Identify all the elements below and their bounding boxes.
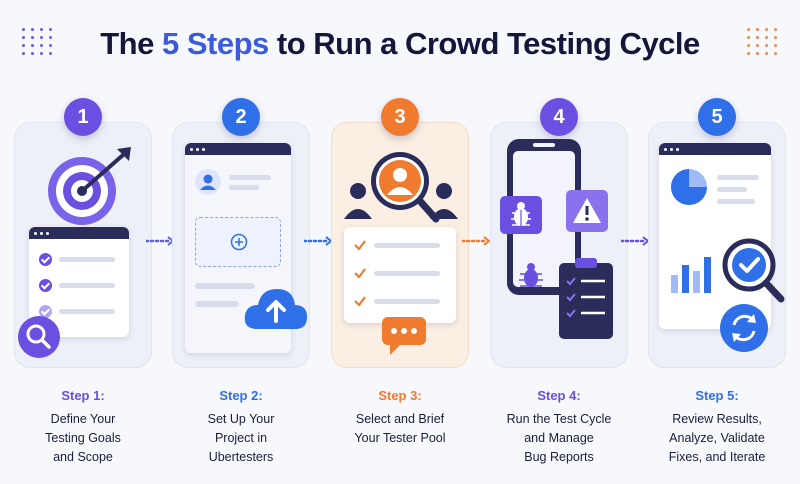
step-3-label: Step 3:	[378, 388, 422, 403]
phone-icon	[507, 139, 581, 295]
arrow-2-3	[304, 236, 333, 246]
clipboard-icon	[559, 258, 613, 339]
user-search-icon	[344, 152, 458, 223]
step-5-number-badge: 5	[698, 98, 736, 136]
step-4-number-badge: 4	[540, 98, 578, 136]
step-1-description: Define Your Testing Goals and Scope	[45, 412, 121, 464]
title-accent: 5 Steps	[161, 26, 269, 61]
step-4-label: Step 4:	[537, 388, 581, 403]
step-5-description: Review Results, Analyze, Validate Fixes,…	[668, 412, 766, 464]
bug-icon	[500, 196, 542, 234]
step-2-number-badge: 2	[222, 98, 260, 136]
profile-icon	[195, 169, 221, 195]
step-3-description: Select and Brief Your Tester Pool	[354, 412, 446, 445]
refresh-icon	[720, 304, 768, 352]
checklist-icon-orange	[344, 227, 456, 323]
bar-chart-icon	[671, 257, 711, 293]
target-icon	[48, 147, 131, 225]
bug-icon-small	[519, 263, 543, 287]
report-window	[659, 143, 771, 329]
title-prefix: The	[100, 26, 154, 61]
page-title: The 5 Steps to Run a Crowd Testing Cycle	[0, 26, 800, 62]
add-icon	[195, 217, 281, 267]
chat-icon	[382, 317, 426, 355]
arrow-3-4	[462, 236, 491, 246]
warning-icon	[566, 190, 608, 232]
step-2-label: Step 2:	[219, 388, 263, 403]
step-2-card	[172, 122, 310, 368]
step-4-description: Run the Test Cycle and Manage Bug Report…	[506, 412, 612, 464]
step-1-label: Step 1:	[61, 388, 105, 403]
arrow-4-5	[621, 236, 650, 246]
step-5-label: Step 5:	[695, 388, 739, 403]
check-magnifier-icon	[722, 238, 785, 303]
step-3-card	[331, 122, 469, 368]
step-5-card	[648, 122, 786, 368]
magnifier-icon	[18, 316, 60, 358]
decorative-dots-left	[22, 28, 53, 55]
title-suffix: to Run a Crowd Testing Cycle	[276, 26, 700, 61]
step-1-number-badge: 1	[64, 98, 102, 136]
step-1-card	[14, 122, 152, 368]
decorative-dots-right	[747, 28, 778, 55]
step-3-number-badge: 3	[381, 98, 419, 136]
cloud-upload-icon	[244, 289, 307, 329]
pie-chart-icon	[671, 169, 707, 205]
step-2-description: Set Up Your Project in Ubertesters	[207, 412, 275, 464]
step-4-card	[490, 122, 628, 368]
